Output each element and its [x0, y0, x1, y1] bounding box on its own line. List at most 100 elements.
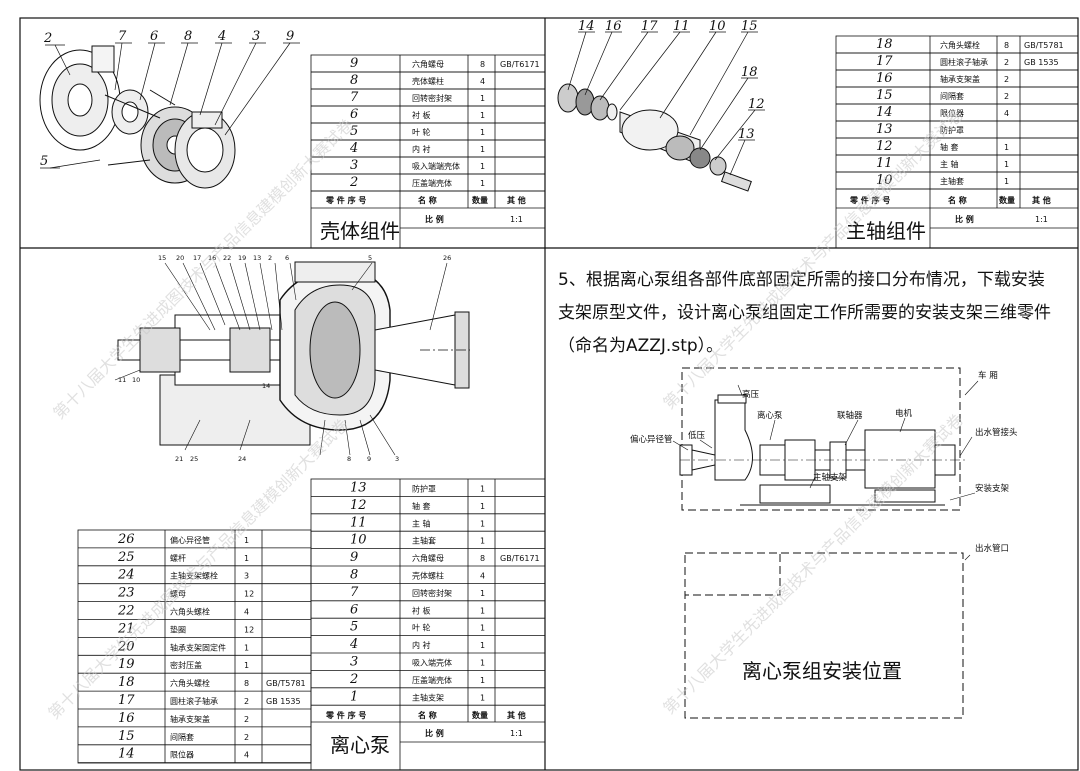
shaft-hdr-other: 其 他: [1032, 195, 1051, 205]
pump-left-row-name: 偏心异径管: [170, 535, 210, 545]
shell-row-no: 5: [350, 124, 358, 139]
pump-left-row-no: 22: [117, 603, 135, 618]
shaft-row-no: 13: [876, 122, 893, 137]
label-pump: 离心泵: [757, 410, 783, 421]
shell-row-no: 8: [350, 73, 358, 88]
shaft-row-qty: 2: [1004, 75, 1009, 84]
pump-left-row-no: 20: [117, 639, 135, 654]
pump-right-row-no: 5: [350, 620, 358, 635]
section-callout-14: 14: [262, 382, 270, 390]
install-position-title: 离心泵组安装位置: [742, 659, 902, 683]
shaft-scale-value: 1:1: [1035, 215, 1048, 224]
pump-right-row-qty: 1: [480, 659, 485, 668]
label-outlet: 出水管口: [975, 543, 1009, 554]
label-mount: 安装支架: [975, 483, 1010, 494]
pump-right-row-name: 主轴支架: [412, 692, 444, 702]
pump-title: 离心泵: [330, 733, 390, 757]
pump-right-row-name: 六角螺母: [412, 553, 444, 563]
shell-callout-8: 8: [184, 29, 192, 44]
pump-right-row-name: 防护罩: [412, 484, 436, 494]
shell-callout-7: 7: [118, 29, 127, 44]
label-room: 车 厢: [978, 370, 998, 381]
pump-right-row-no: 2: [349, 672, 358, 687]
shell-group-title: 壳体组件: [320, 219, 400, 243]
section-callout-15: 15: [158, 254, 166, 262]
section-callout-20: 20: [176, 254, 184, 262]
shaft-row-no: 11: [876, 156, 893, 171]
section-callout-26: 26: [443, 254, 451, 262]
pump-left-row-no: 16: [118, 711, 135, 726]
pump-right-row-qty: 1: [480, 537, 485, 546]
label-motor: 电机: [895, 408, 913, 419]
shell-row-no: 4: [349, 141, 358, 156]
layout-diagram: 高压 离心泵 联轴器 电机 偏心异径管 低压 主轴支架 出水管接头 安装支架 车…: [630, 367, 1018, 561]
section-callout-3: 3: [395, 455, 399, 463]
pump-left-row-qty: 8: [244, 679, 249, 688]
pump-right-row-qty: 1: [480, 676, 485, 685]
shell-callout-2: 2: [43, 31, 52, 46]
shaft-callout-12: 12: [748, 97, 765, 112]
pump-right-row-name: 叶 轮: [412, 623, 431, 633]
pump-left-row-other: GB/T5781: [266, 679, 306, 688]
section-callout-21: 21: [175, 455, 183, 463]
shell-row-qty: 8: [480, 60, 485, 69]
shaft-row-no: 14: [876, 105, 893, 120]
pump-left-row-qty: 1: [244, 536, 249, 545]
shell-row-name: 衬 板: [412, 110, 431, 120]
shaft-row-qty: 1: [1004, 177, 1009, 186]
install-position-box: 出水管口 离心泵组安装位置: [684, 543, 1009, 719]
pump-hdr-no: 零 件 序 号: [325, 710, 366, 720]
shaft-hdr-name: 名 称: [948, 195, 967, 205]
section-callout-13: 13: [253, 254, 261, 262]
shaft-row-name: 轴 套: [940, 142, 959, 152]
pump-left-row-name: 密封压盖: [170, 660, 202, 670]
label-reducer: 偏心异径管: [630, 434, 673, 445]
pump-left-row-name: 垫圈: [170, 624, 186, 634]
shell-row-qty: 4: [480, 77, 485, 86]
pump-left-row-name: 主轴支架螺栓: [170, 571, 218, 581]
shaft-row-name: 六角头螺栓: [940, 40, 980, 50]
shaft-row-name: 圆柱滚子轴承: [940, 57, 988, 67]
pump-right-row-name: 衬 板: [412, 605, 431, 615]
shell-group-exploded-view: 2 7 6 8 4 3 9 5: [39, 29, 300, 189]
pump-left-row-name: 六角头螺栓: [170, 606, 210, 616]
shaft-row-qty: 2: [1004, 58, 1009, 67]
pump-left-row-name: 六角头螺栓: [170, 678, 210, 688]
shaft-row-no: 12: [876, 139, 893, 154]
pump-right-row-qty: 1: [480, 606, 485, 615]
shaft-callout-16: 16: [605, 19, 622, 34]
shaft-row-name: 间隔套: [940, 91, 964, 101]
shell-row-no: 9: [350, 56, 358, 71]
pump-right-row-qty: 1: [480, 589, 485, 598]
section-callout-2: 2: [268, 254, 272, 262]
pump-right-row-no: 6: [350, 602, 358, 617]
shell-row-name: 内 衬: [412, 144, 431, 154]
pump-left-row-name: 螺母: [170, 589, 186, 599]
pump-left-row-no: 25: [117, 550, 135, 565]
shaft-callout-18: 18: [741, 65, 758, 80]
shaft-callout-13: 13: [738, 127, 755, 142]
shell-row-name: 六角螺母: [412, 59, 444, 69]
shell-row-qty: 1: [480, 128, 485, 137]
shaft-row-no: 10: [876, 173, 893, 188]
pump-right-row-name: 壳体螺柱: [412, 571, 444, 581]
shaft-row-qty: 2: [1004, 92, 1009, 101]
shell-callout-3: 3: [252, 29, 260, 44]
pump-right-row-no: 4: [349, 637, 358, 652]
section-callout-9: 9: [367, 455, 371, 463]
pump-left-row-name: 螺杆: [170, 553, 186, 563]
